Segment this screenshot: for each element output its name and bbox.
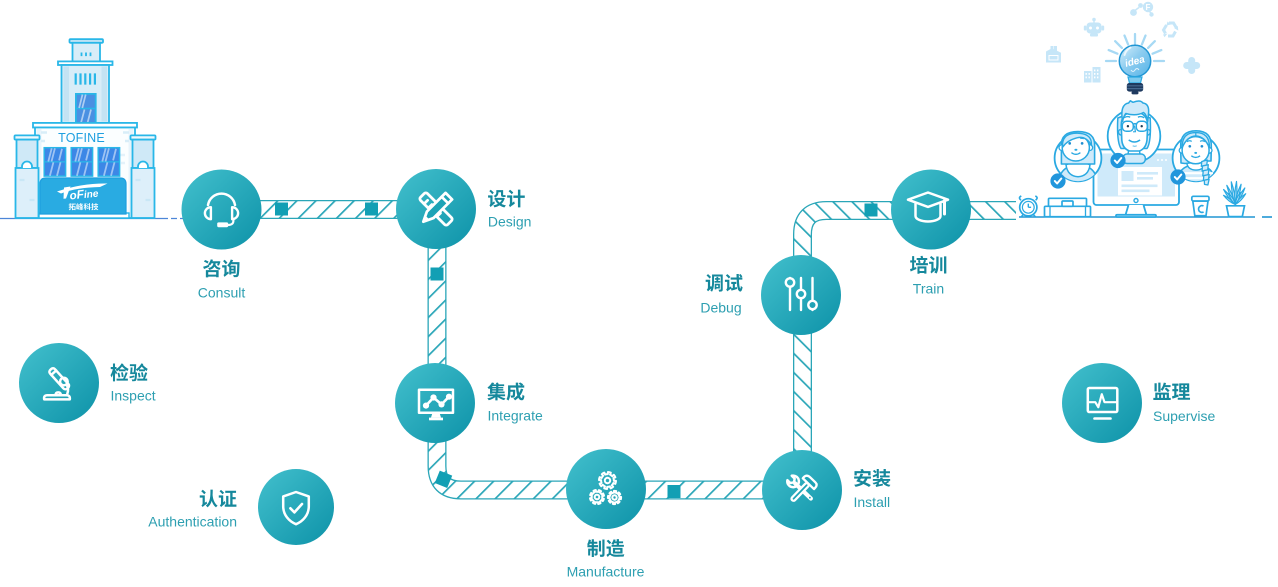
svg-text:idea: idea — [1124, 54, 1147, 70]
svg-text:Design: Design — [488, 214, 532, 230]
svg-text:Manufacture: Manufacture — [567, 564, 645, 580]
svg-text:Debug: Debug — [700, 300, 741, 316]
svg-text:oFine: oFine — [69, 186, 100, 203]
svg-text:Supervise: Supervise — [1153, 408, 1215, 424]
svg-text:Install: Install — [854, 494, 891, 510]
svg-text:F: F — [1146, 3, 1151, 12]
svg-text:Train: Train — [913, 281, 944, 297]
svg-text:Inspect: Inspect — [111, 388, 156, 404]
svg-text:Consult: Consult — [198, 285, 246, 301]
svg-text:TOFINE: TOFINE — [58, 131, 105, 145]
svg-text:Integrate: Integrate — [488, 408, 543, 424]
svg-text:Authentication: Authentication — [148, 514, 237, 530]
